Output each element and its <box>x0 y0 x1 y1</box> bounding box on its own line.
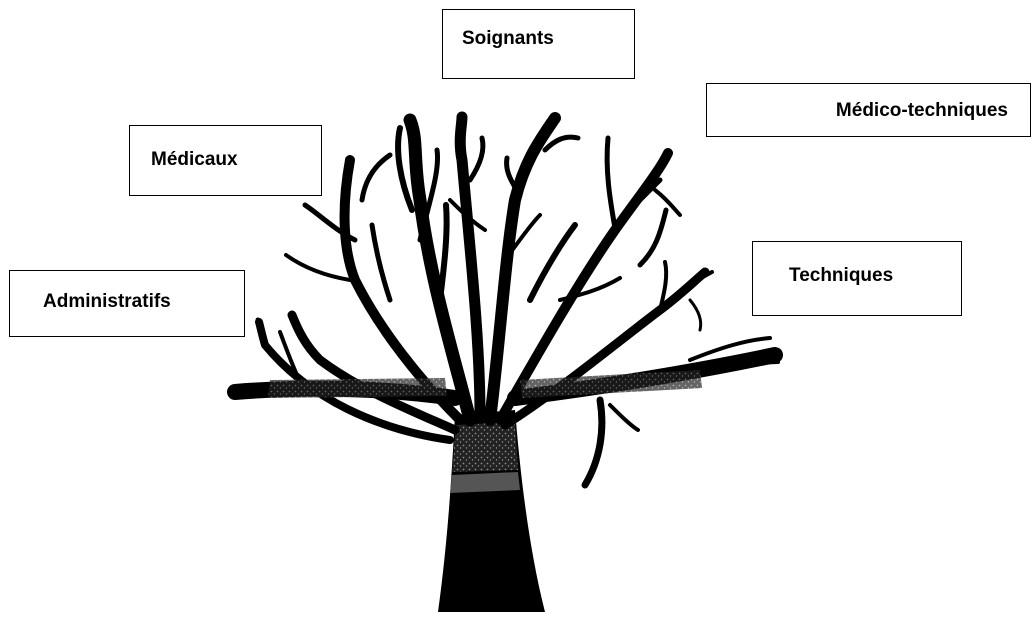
label-medicaux: Médicaux <box>129 125 322 196</box>
label-medico-techniques: Médico-techniques <box>706 83 1031 137</box>
label-soignants: Soignants <box>442 9 635 79</box>
tree-trunk <box>438 410 545 612</box>
label-administratifs: Administratifs <box>9 270 245 337</box>
label-techniques: Techniques <box>752 241 962 316</box>
branch-speckle-band <box>268 370 702 398</box>
